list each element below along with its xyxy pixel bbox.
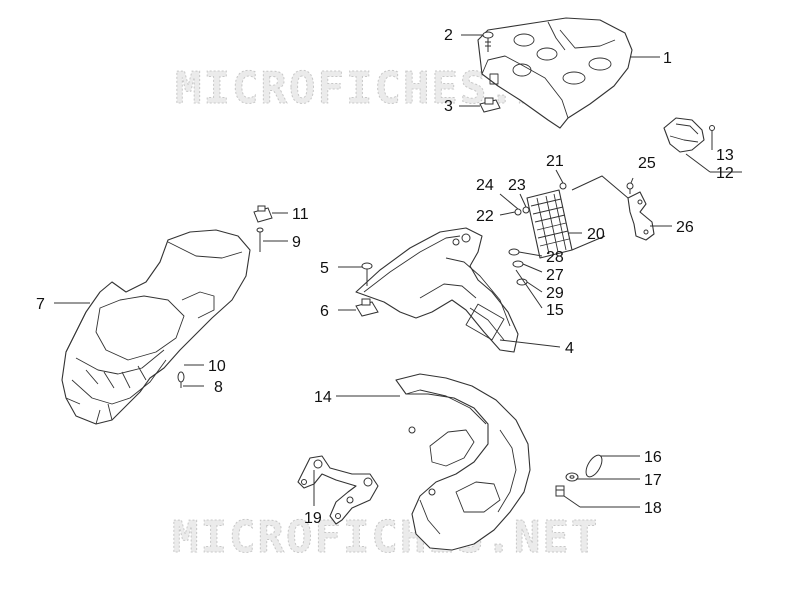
callout-13[interactable]: 13	[716, 147, 734, 164]
callout-7[interactable]: 7	[36, 296, 45, 313]
part-bracket-19[interactable]	[297, 455, 379, 525]
callout-17[interactable]: 17	[644, 472, 662, 489]
part-rear-mudguard[interactable]	[355, 227, 519, 353]
part-screw-21[interactable]	[559, 182, 567, 190]
part-screw-5[interactable]	[361, 262, 373, 286]
callout-10[interactable]: 10	[208, 358, 226, 375]
callout-6[interactable]: 6	[320, 303, 329, 320]
part-front-mudguard[interactable]	[395, 373, 531, 551]
callout-16[interactable]: 16	[644, 449, 662, 466]
part-bolt-9[interactable]	[256, 227, 264, 252]
callout-labels: 2 1 3 13 12 21 25 24 23 22 26 20 28 27 2…	[36, 27, 734, 527]
callout-22[interactable]: 22	[476, 208, 494, 225]
callout-15[interactable]: 15	[546, 302, 564, 319]
callout-12[interactable]: 12	[716, 165, 734, 182]
callout-20[interactable]: 20	[587, 226, 605, 243]
callout-14[interactable]: 14	[314, 389, 332, 406]
callout-18[interactable]: 18	[644, 500, 662, 517]
callout-1[interactable]: 1	[663, 50, 672, 67]
leader-lines	[54, 34, 742, 508]
callout-8[interactable]: 8	[214, 379, 223, 396]
part-washer-17[interactable]	[565, 472, 579, 482]
part-screw-13[interactable]	[709, 125, 715, 131]
part-screw-8-10[interactable]	[177, 371, 185, 388]
part-reflector-16[interactable]	[583, 453, 605, 480]
callout-25[interactable]: 25	[638, 155, 656, 172]
part-rear-inner-fender[interactable]	[61, 229, 251, 425]
part-tail-cover[interactable]	[477, 17, 633, 129]
part-clip-nut-3[interactable]	[479, 97, 501, 113]
part-tail-light[interactable]	[663, 117, 705, 153]
callout-11[interactable]: 11	[292, 206, 309, 223]
part-screw-25[interactable]	[626, 182, 634, 194]
callout-3[interactable]: 3	[444, 98, 453, 115]
part-clip-nut-6[interactable]	[355, 298, 379, 317]
callout-21[interactable]: 21	[546, 153, 564, 170]
part-clip-18[interactable]	[555, 485, 565, 497]
callout-29[interactable]: 29	[546, 285, 564, 302]
part-reflector-grille[interactable]	[526, 189, 573, 259]
callout-24[interactable]: 24	[476, 177, 494, 194]
callout-23[interactable]: 23	[508, 177, 526, 194]
callout-26[interactable]: 26	[676, 219, 694, 236]
callout-28[interactable]: 28	[546, 249, 564, 266]
callout-19[interactable]: 19	[304, 510, 322, 527]
part-hardware-27-29[interactable]	[508, 248, 528, 286]
part-bracket-26[interactable]	[627, 191, 655, 241]
callout-9[interactable]: 9	[292, 234, 301, 251]
callout-5[interactable]: 5	[320, 260, 329, 277]
callout-2[interactable]: 2	[444, 27, 453, 44]
watermark-bottom: MICROFICHES.NET	[172, 512, 599, 563]
callout-27[interactable]: 27	[546, 267, 564, 284]
part-clip-nut-11[interactable]	[253, 205, 273, 223]
callout-4[interactable]: 4	[565, 340, 574, 357]
